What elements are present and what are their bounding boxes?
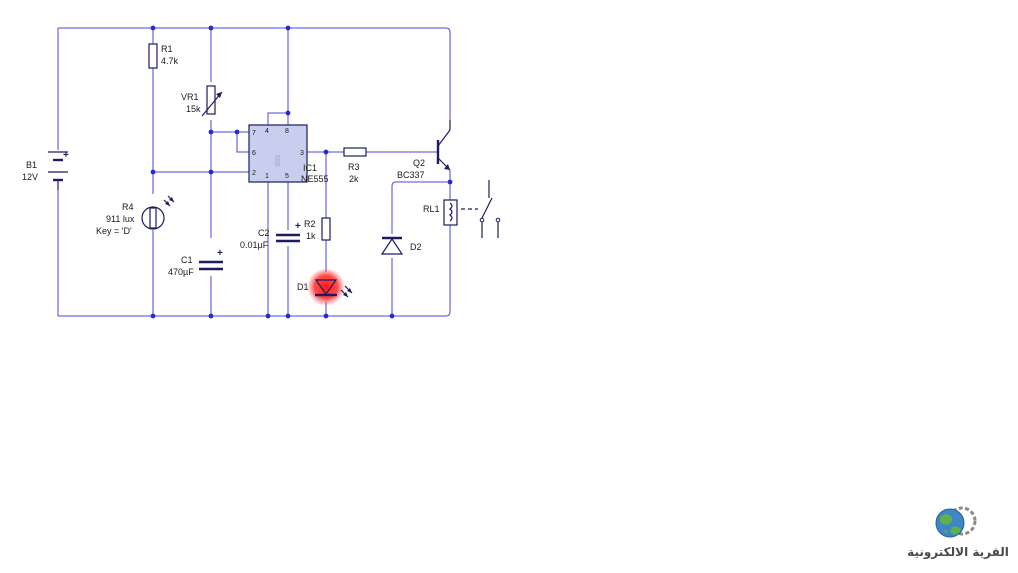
c2-ref: C2 [258,228,270,238]
r2-ref: R2 [304,219,316,229]
junction-node [323,149,329,155]
transistor-q2: Q2 BC337 [397,120,451,180]
junction-node [150,169,156,175]
junction-node [208,129,214,135]
wire-pin7-pin6 [211,131,249,153]
c1-plus-sign: + [217,248,223,259]
r1-value: 4.7k [161,56,179,66]
rl1-ref: RL1 [423,204,440,214]
diode-d2: D2 [380,236,422,255]
logo-text: القرية الالكترونية [907,545,1009,559]
wire-top-rail [58,27,451,130]
wire-emitter-d2 [391,170,451,316]
junction-node [208,169,214,175]
r4-key: Key = 'D' [96,226,132,236]
pin-5-label: 5 [285,173,289,180]
pin-3-label: 3 [300,150,304,157]
b1-ref: B1 [26,160,37,170]
q2-ref: Q2 [413,158,425,168]
junction-node [285,25,291,31]
led-d1: D1 [297,268,353,306]
variable-resistor-vr1: VR1 15k [181,85,223,117]
pin-7-label: 7 [252,130,256,137]
wire-pin4-pin8 [267,28,289,125]
junction-node [265,313,271,319]
vr1-ref: VR1 [181,92,199,102]
site-logo: القرية الالكترونية [904,503,1012,559]
pin-8-label: 8 [285,128,289,135]
ic-ne555: 555 4 8 7 6 3 2 1 5 IC1 NE555 [248,124,329,184]
junction-node [208,25,214,31]
q2-value: BC337 [397,170,425,180]
b1-value: 12V [22,172,38,182]
junction-node [234,129,240,135]
photoresistor-r4: R4 911 lux Key = 'D' [96,195,175,236]
d1-ref: D1 [297,282,309,292]
junction-node [285,110,291,116]
battery-plus-sign: + [63,150,69,161]
ic-body-label: 555 [273,155,280,167]
battery-b1: + B1 12V [22,150,69,190]
d2-ref: D2 [410,242,422,252]
r2-value: 1k [306,231,316,241]
pin-6-label: 6 [252,150,256,157]
junction-node [150,25,156,31]
junction-node [447,179,453,185]
junction-node [323,313,329,319]
c2-value: 0.01µF [240,240,269,250]
ic1-value: NE555 [301,174,329,184]
r1-ref: R1 [161,44,173,54]
c1-value: 470µF [168,267,194,277]
junction-node [150,313,156,319]
junction-node [285,313,291,319]
ic1-ref: IC1 [303,163,317,173]
r4-ref: R4 [122,202,134,212]
pin-2-label: 2 [252,170,256,177]
relay-rl1: RL1 [423,180,501,238]
vr1-value: 15k [186,104,201,114]
r3-value: 2k [349,174,359,184]
junction-nodes [150,25,453,319]
resistor-r1: R1 4.7k [148,43,179,69]
junction-node [208,313,214,319]
c2-plus-sign: + [295,221,301,232]
capacitor-c2: + C2 0.01µF [240,221,301,250]
r4-value: 911 lux [106,214,135,224]
r3-ref: R3 [348,162,360,172]
junction-node [389,313,395,319]
resistor-r3: R3 2k [343,147,367,184]
led-glow [307,268,345,306]
resistor-r2: R2 1k [304,217,331,241]
globe-gear-icon [935,506,977,538]
pin-4-label: 4 [265,128,269,135]
wire-bottom-rail [58,225,451,317]
capacitor-c1: + C1 470µF [168,248,223,277]
c1-ref: C1 [181,255,193,265]
pin-1-label: 1 [265,173,269,180]
